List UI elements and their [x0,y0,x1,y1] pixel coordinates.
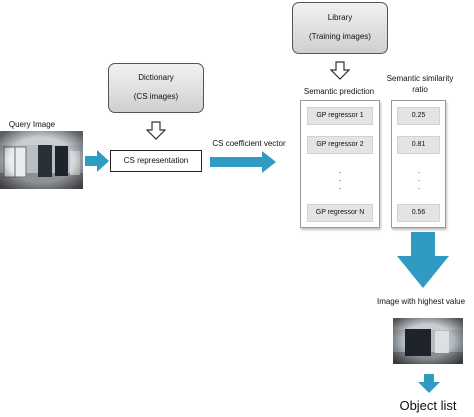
gp-regressor-2: GP regressor 2 [307,136,373,154]
cs-representation-label: CS representation [123,156,189,165]
dictionary-box: Dictionary (CS images) [108,63,204,113]
best-match-image [393,318,463,364]
gp-regressor-1: GP regressor 1 [307,107,373,125]
best-photo-drawing [393,318,463,364]
regressor-ellipsis: ... [338,166,342,191]
semantic-prediction-header: Semantic prediction [303,87,375,96]
object-list-label: Object list [399,398,457,413]
dictionary-title: Dictionary [138,73,174,82]
arrow-cs-to-regressors [210,151,276,173]
library-title: Library [327,13,353,22]
highest-value-label: Image with highest value [376,297,466,306]
query-image [0,131,83,189]
arrow-down-to-best-image [397,232,449,288]
library-box: Library (Training images) [292,2,388,54]
cs-representation-box: CS representation [110,150,202,172]
similarity-value-2: 0.81 [397,136,440,154]
library-subtitle: (Training images) [309,32,371,41]
similarity-value-1: 0.25 [397,107,440,125]
similarity-header-line2: ratio [412,85,428,94]
cs-vector-label: CS coefficient vector [212,139,286,148]
similarity-ellipsis: ... [417,166,421,191]
arrow-query-to-cs [85,150,109,172]
similarity-panel: 0.25 0.81 ... 0.56 [391,100,446,228]
query-photo-drawing [0,131,83,189]
dictionary-subtitle: (CS images) [133,92,179,101]
hollow-arrow-dictionary [146,121,166,140]
hollow-arrow-library [330,61,350,80]
arrow-down-to-object-list [418,374,440,393]
similarity-header-line1: Semantic similarity [386,74,454,83]
semantic-prediction-panel: GP regressor 1 GP regressor 2 ... GP reg… [300,100,380,228]
similarity-value-n: 0.56 [397,204,440,222]
query-image-label: Query Image [8,120,56,129]
gp-regressor-n: GP regressor N [307,204,373,222]
